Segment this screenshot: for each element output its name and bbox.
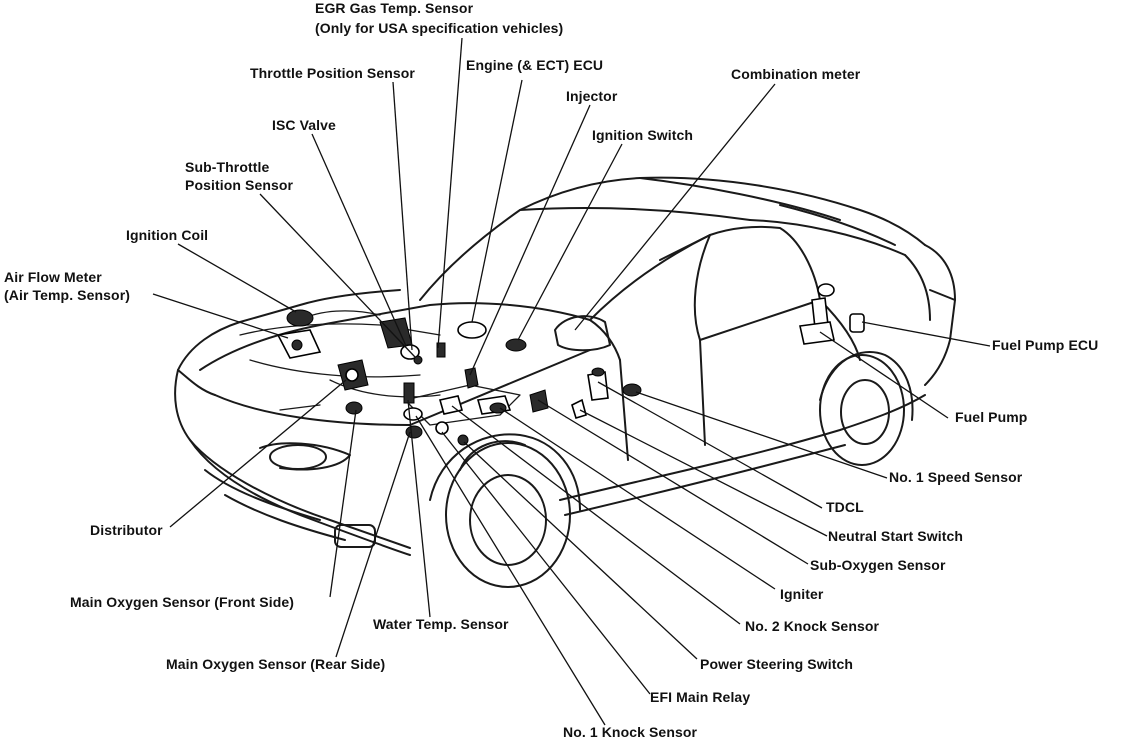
label-efi-main-relay: EFI Main Relay [650, 689, 751, 705]
label-combination-meter: Combination meter [731, 66, 861, 82]
ignition-coil-part [286, 309, 314, 327]
label-no2-knock-sensor: No. 2 Knock Sensor [745, 618, 880, 634]
label-fuel-pump: Fuel Pump [955, 409, 1028, 425]
engine-ecu-part [457, 321, 487, 339]
efi-main-relay-part [435, 421, 449, 435]
label-no1-speed-sensor: No. 1 Speed Sensor [889, 469, 1023, 485]
knock-sensor-1-part [403, 407, 423, 421]
label-main-oxygen-front: Main Oxygen Sensor (Front Side) [70, 594, 295, 610]
label-ignition-switch: Ignition Switch [592, 127, 694, 143]
speed-sensor-part [622, 383, 642, 397]
label-ignition-coil: Ignition Coil [126, 227, 209, 243]
label-sub-oxygen-sensor: Sub-Oxygen Sensor [810, 557, 946, 573]
neutral-start-part [571, 398, 587, 419]
injector-part [464, 367, 479, 389]
label-no1-knock-sensor: No. 1 Knock Sensor [563, 724, 698, 740]
engine-bay [239, 310, 521, 426]
label-injector: Injector [566, 88, 618, 104]
label-distributor: Distributor [90, 522, 163, 538]
combination-meter-part [505, 338, 527, 352]
label-fuel-pump-ecu: Fuel Pump ECU [992, 337, 1099, 353]
label-engine-ecu: Engine (& ECT) ECU [466, 57, 604, 73]
sub-throttle-part [413, 355, 423, 365]
label-tdcl: TDCL [826, 499, 864, 515]
label-throttle-position-sensor: Throttle Position Sensor [250, 65, 415, 81]
label-air-flow-meter-line2: (Air Temp. Sensor) [4, 287, 131, 303]
fuel-pump-ecu-part [849, 313, 865, 333]
label-sub-throttle-line1: Sub-Throttle [185, 159, 270, 175]
label-air-flow-meter-line1: Air Flow Meter [4, 269, 102, 285]
label-igniter: Igniter [780, 586, 824, 602]
egr-sensor-part [436, 342, 446, 358]
label-sub-throttle-line2: Position Sensor [185, 177, 294, 193]
label-isc-valve: ISC Valve [272, 117, 336, 133]
car-outline [174, 176, 956, 588]
label-egr-gas-temp-sensor: EGR Gas Temp. Sensor [315, 0, 474, 16]
components [276, 283, 865, 446]
power-steering-part [457, 434, 469, 446]
label-neutral-start-switch: Neutral Start Switch [828, 528, 964, 544]
label-water-temp-sensor: Water Temp. Sensor [373, 616, 509, 632]
label-main-oxygen-rear: Main Oxygen Sensor (Rear Side) [166, 656, 386, 672]
leader-lines [152, 37, 991, 726]
label-power-steering-switch: Power Steering Switch [700, 656, 854, 672]
label-egr-usa-note: (Only for USA specification vehicles) [315, 20, 564, 36]
water-temp-part [403, 382, 415, 404]
main-oxygen-front-part [345, 401, 363, 415]
